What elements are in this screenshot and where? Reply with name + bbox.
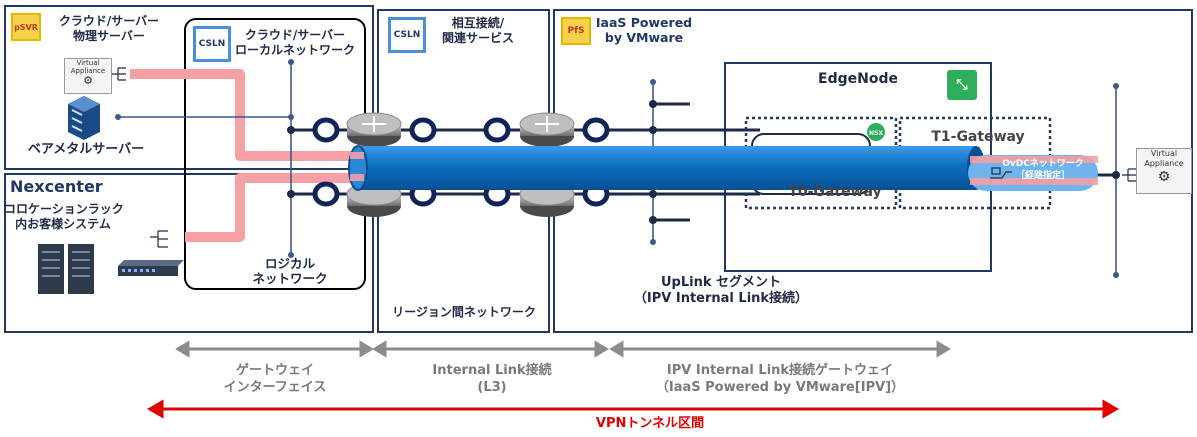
physical-server-title: クラウド/サーバー物理サーバー — [58, 14, 160, 43]
baremetal-label: ベアメタルサーバー — [27, 142, 145, 157]
range-arrows — [175, 340, 951, 358]
appliance-line2: Appliance — [1144, 159, 1184, 168]
uplink-segment-label: UpLink セグメント（IPV Internal Link接続） — [633, 275, 809, 306]
interconnect-title: 相互接続/関連サービス — [441, 16, 514, 45]
ipv-gateway-label: IPV Internal Link接続ゲートウェイ（IaaS Powered b… — [655, 363, 905, 395]
nexcenter-desc: コロケーションラック内お客様システム — [4, 202, 124, 231]
gear-icon: ⚙ — [1157, 169, 1171, 185]
logical-network-label: ロジカルネットワーク — [252, 256, 328, 286]
local-network-title: クラウド/サーバーローカルネットワーク — [234, 28, 355, 57]
rack-servers-icon — [38, 244, 94, 294]
internal-link-label: Internal Link接続(L3) — [432, 363, 552, 395]
physical-server-panel — [4, 5, 374, 170]
edgenode-icon: ⤡ — [947, 70, 977, 100]
nexcenter-panel — [4, 173, 374, 333]
t1-gateway-label: T1-Gateway — [931, 129, 1025, 145]
appliance-line1: Virtual — [76, 59, 100, 67]
pfs-badge: PfS — [561, 17, 591, 45]
virtual-appliance-right: Virtual Appliance ⚙ — [1136, 148, 1192, 194]
gateway-interface-label: ゲートウェイインターフェイス — [223, 363, 327, 395]
nexcenter-logo: Nexcenter — [10, 177, 103, 196]
baremetal-server-icon — [68, 96, 100, 140]
edgenode-label: EdgeNode — [818, 71, 898, 87]
t0-gateway-label: T0-Gateway — [788, 184, 882, 200]
region-network-label: リージョン間ネットワーク — [392, 305, 536, 319]
csln-badge-local: CSLN — [193, 26, 231, 62]
vpn-range-arrow — [147, 399, 1119, 419]
vpn-tunnel-label: VPNトンネル区間 — [595, 416, 705, 431]
pink-route-lines — [130, 69, 360, 242]
csln-badge-interconnect: CSLN — [388, 17, 426, 53]
nsx-icon: NSX — [869, 130, 883, 137]
ovdc-network-label: OvDCネットワーク［経路指定］ — [1002, 159, 1084, 181]
psvr-badge: pSVR — [11, 13, 41, 41]
appliance-line1: Virtual — [1150, 149, 1178, 158]
appliance-line2: Appliance — [70, 67, 106, 75]
network-switch-icon — [118, 260, 184, 276]
virtual-appliance-left: Virtual Appliance ⚙ — [64, 58, 112, 94]
gear-icon: ⚙ — [83, 74, 93, 87]
